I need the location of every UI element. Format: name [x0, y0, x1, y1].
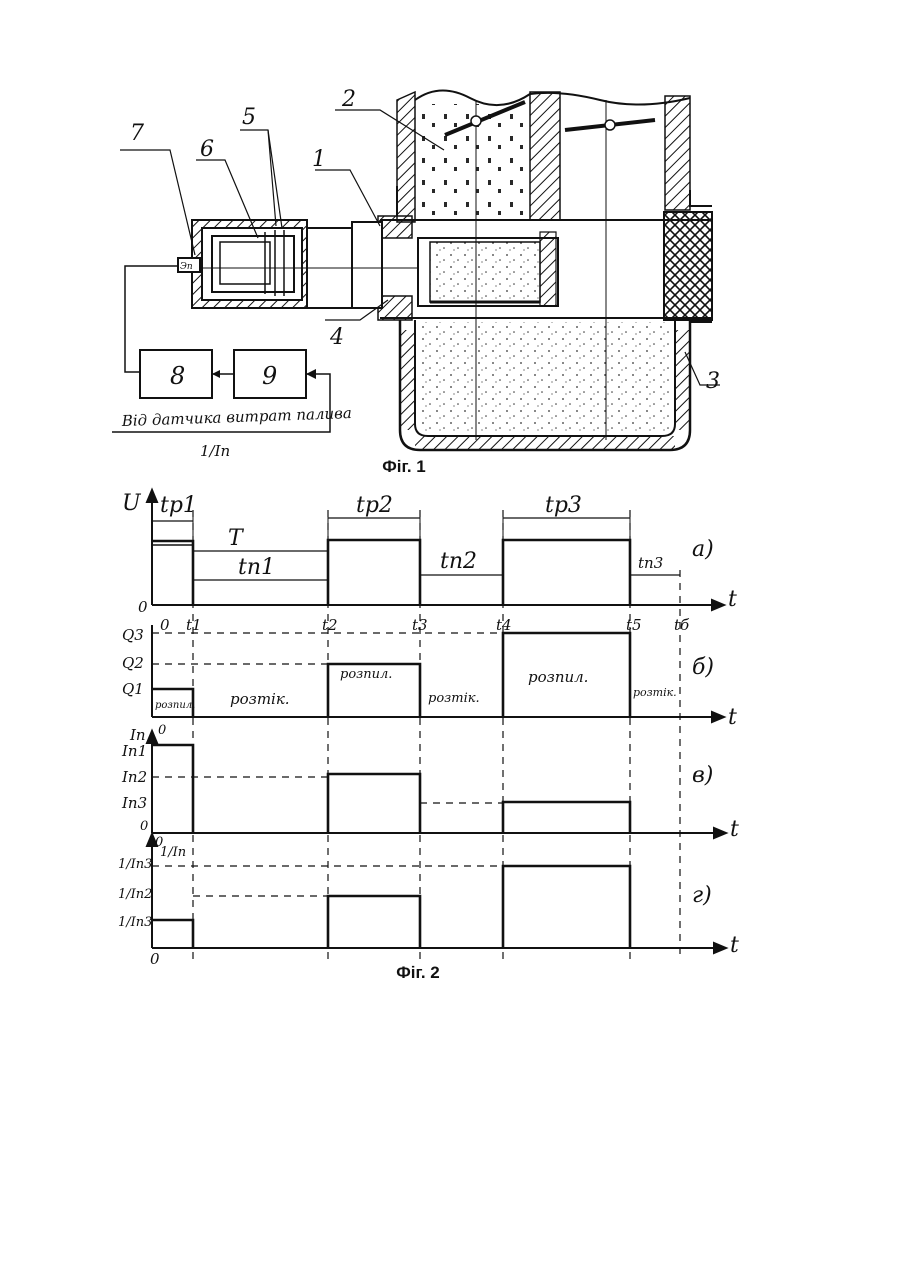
sensor-value: 1/Iп: [200, 442, 230, 460]
phase-1: розпил.: [155, 700, 195, 711]
tick-Q2: Q2: [122, 654, 144, 672]
axis-U-label: U: [122, 491, 142, 516]
panel-d-zero-top: 0: [155, 835, 163, 850]
tick-In3: Iп3: [121, 794, 147, 812]
panel-d-zero: 0: [150, 950, 160, 968]
interval-tn1: tn1: [238, 555, 275, 580]
part-label-7: 7: [130, 121, 144, 146]
panel-a-tag: а): [692, 537, 714, 562]
tick-t3: t3: [412, 616, 428, 634]
tick-1In2: 1/Iп2: [118, 887, 152, 902]
interval-T: T: [228, 526, 245, 551]
panel-a-t-axis: t: [728, 587, 737, 612]
tick-Q1: Q1: [122, 680, 144, 698]
figure-1-caption: Фіг. 1: [382, 457, 426, 476]
axis-1In-label: 1/Iп: [160, 845, 186, 860]
phase-5: розпил.: [528, 668, 588, 686]
figure-1-device-drawing: Эп 8 9 Від датчика витрат палива 1/Iп 7 …: [0, 0, 900, 480]
phase-2: розтік.: [230, 690, 290, 708]
tick-In2: Iп2: [121, 768, 147, 786]
svg-text:Эп: Эп: [180, 262, 193, 272]
phase-4: розтік.: [428, 691, 480, 706]
panel-d-t-axis: t: [730, 933, 739, 958]
tick-t1: t1: [186, 616, 202, 634]
phase-6: розтік.: [633, 686, 677, 699]
block-9-label: 9: [262, 362, 277, 390]
tick-t5: t5: [626, 616, 642, 634]
panel-c-t-axis: t: [730, 817, 739, 842]
tick-1In3-top: 1/Iп3: [118, 857, 152, 872]
interval-tn2: tn2: [440, 549, 477, 574]
timing-grid: [152, 510, 680, 960]
interval-tp1: tp1: [160, 493, 197, 518]
tick-Q3: Q3: [122, 626, 144, 644]
tick-0: 0: [160, 616, 170, 634]
part-label-3: 3: [706, 369, 720, 394]
interval-tp3: tp3: [545, 493, 582, 518]
tick-In1: Iп1: [121, 742, 147, 760]
actuator-housing: Эп: [178, 220, 418, 308]
panel-c-zero: 0: [140, 819, 148, 834]
part-label-4: 4: [329, 325, 344, 350]
tick-1In3: 1/Iп3: [118, 915, 152, 930]
panel-a-zero: 0: [138, 598, 148, 616]
tick-t2: t2: [322, 616, 338, 634]
interval-tn3: tn3: [638, 554, 663, 572]
part-label-5: 5: [242, 105, 256, 130]
phase-3: розпил.: [340, 667, 392, 682]
timing-axes: [147, 490, 726, 953]
panel-b-t-axis: t: [728, 705, 737, 730]
figure-2-caption: Фіг. 2: [396, 963, 440, 982]
panel-b-tag: б): [692, 655, 714, 680]
tank-body: [378, 90, 712, 450]
tick-tb: tб: [674, 616, 690, 634]
block-8-label: 8: [170, 362, 185, 390]
part-label-2: 2: [341, 87, 356, 112]
pulse-traces: [152, 540, 630, 948]
tick-t4: t4: [496, 616, 512, 634]
interval-arrows: [152, 512, 680, 604]
axis-In-label: Iп: [129, 726, 146, 744]
part-label-6: 6: [200, 137, 214, 162]
part-label-1: 1: [312, 147, 326, 172]
panel-c-tag: в): [692, 763, 713, 788]
interval-tp2: tp2: [356, 493, 393, 518]
sensor-text: Від датчика витрат палива: [121, 404, 353, 430]
panel-d-tag: г): [692, 883, 712, 908]
panel-b-zero: 0: [158, 723, 166, 738]
